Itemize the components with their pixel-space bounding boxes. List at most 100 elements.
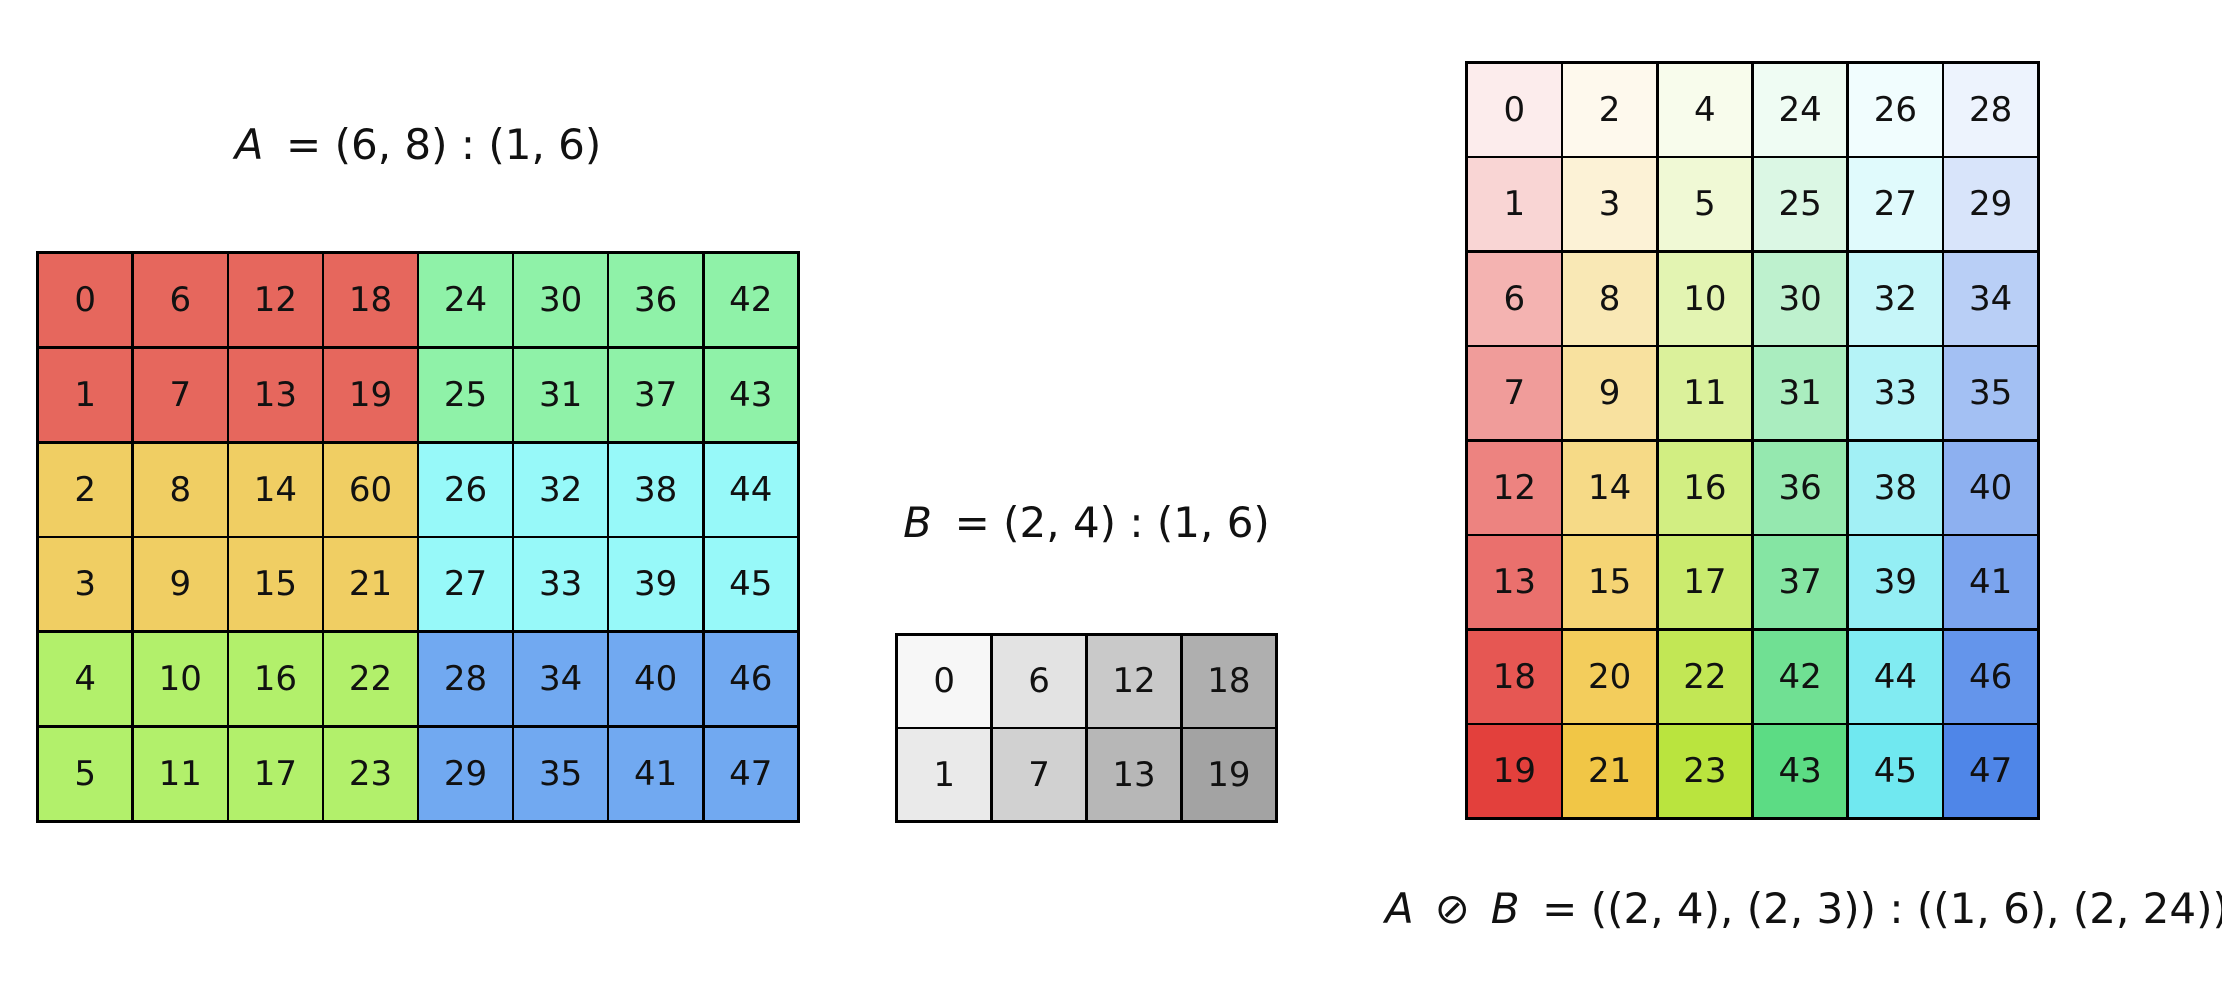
matrix-a-cell-r5c0: 5 bbox=[39, 727, 132, 820]
matrix-result-cell-r4c2: 16 bbox=[1658, 441, 1752, 534]
matrix-result-cell-r2c1: 8 bbox=[1563, 252, 1656, 345]
matrix-a-cell-r0c0: 0 bbox=[39, 254, 132, 347]
matrix-result-cell-r4c3: 36 bbox=[1753, 441, 1847, 534]
matrix-a-cell-r5c1: 11 bbox=[134, 727, 227, 820]
matrix-result-cell-r1c2: 5 bbox=[1658, 158, 1752, 251]
matrix-a-title: A = (6, 8) : (1, 6) bbox=[36, 120, 800, 169]
matrix-result-cell-r0c4: 26 bbox=[1849, 64, 1942, 156]
matrix-a-cell-r0c3: 18 bbox=[324, 254, 417, 347]
matrix-a-cell-r1c5: 31 bbox=[514, 348, 607, 441]
matrix-a-cell-r1c4: 25 bbox=[419, 348, 512, 441]
matrix-a-cell-r1c1: 7 bbox=[134, 348, 227, 441]
matrix-result-cell-r3c2: 11 bbox=[1658, 347, 1752, 440]
matrix-a-cell-r4c6: 40 bbox=[609, 633, 702, 726]
matrix-a-cell-r2c3: 60 bbox=[324, 443, 417, 536]
matrix-result-cell-r5c2: 17 bbox=[1658, 536, 1752, 629]
matrix-a-cell-r4c0: 4 bbox=[39, 633, 132, 726]
matrix-a-cell-r5c3: 23 bbox=[324, 727, 417, 820]
matrix-result-cell-r6c2: 22 bbox=[1658, 630, 1752, 723]
matrix-result-cell-r5c3: 37 bbox=[1753, 536, 1847, 629]
matrix-a-cell-r2c0: 2 bbox=[39, 443, 132, 536]
matrix-result-cell-r3c4: 33 bbox=[1849, 347, 1942, 440]
matrix-a-cell-r2c6: 38 bbox=[609, 443, 702, 536]
matrix-result-cell-r2c5: 34 bbox=[1944, 252, 2037, 345]
matrix-result-cell-r2c0: 6 bbox=[1468, 252, 1561, 345]
matrix-result-cell-r3c0: 7 bbox=[1468, 347, 1561, 440]
matrix-a-variable: A bbox=[234, 120, 264, 169]
matrix-a-cell-r4c1: 10 bbox=[134, 633, 227, 726]
matrix-result-cell-r0c0: 0 bbox=[1468, 64, 1561, 156]
matrix-result-cell-r6c5: 46 bbox=[1944, 630, 2037, 723]
caption-variable-a: A bbox=[1385, 884, 1414, 933]
matrix-result-cell-r5c1: 15 bbox=[1563, 536, 1656, 629]
matrix-result-cell-r7c5: 47 bbox=[1944, 725, 2037, 817]
matrix-result-cell-r6c1: 20 bbox=[1563, 630, 1656, 723]
matrix-a-cell-r1c2: 13 bbox=[229, 348, 322, 441]
matrix-a-cell-r3c1: 9 bbox=[134, 538, 227, 631]
matrix-result-cell-r0c2: 4 bbox=[1658, 64, 1752, 156]
matrix-a-cell-r5c6: 41 bbox=[609, 727, 702, 820]
matrix-a-cell-r3c3: 21 bbox=[324, 538, 417, 631]
matrix-b-cell-r0c0: 0 bbox=[898, 636, 991, 727]
matrix-b-cell-r0c1: 6 bbox=[992, 636, 1086, 727]
matrix-b-cell-r1c3: 19 bbox=[1182, 729, 1275, 820]
matrix-result-cell-r6c4: 44 bbox=[1849, 630, 1942, 723]
matrix-result-cell-r7c1: 21 bbox=[1563, 725, 1656, 817]
matrix-result-cell-r1c3: 25 bbox=[1753, 158, 1847, 251]
matrix-b-shape-stride: = (2, 4) : (1, 6) bbox=[954, 498, 1270, 547]
matrix-b-cell-r1c1: 7 bbox=[992, 729, 1086, 820]
matrix-a-cell-r2c7: 44 bbox=[704, 443, 797, 536]
matrix-result-cell-r5c4: 39 bbox=[1849, 536, 1942, 629]
matrix-result-cell-r7c4: 45 bbox=[1849, 725, 1942, 817]
matrix-a-cell-r2c1: 8 bbox=[134, 443, 227, 536]
matrix-result-cell-r4c4: 38 bbox=[1849, 441, 1942, 534]
matrix-a-cell-r1c3: 19 bbox=[324, 348, 417, 441]
matrix-result-cell-r1c5: 29 bbox=[1944, 158, 2037, 251]
matrix-b-cell-r0c3: 18 bbox=[1182, 636, 1275, 727]
matrix-result-cell-r5c0: 13 bbox=[1468, 536, 1561, 629]
matrix-a-cell-r3c6: 39 bbox=[609, 538, 702, 631]
matrix-a-cell-r1c0: 1 bbox=[39, 348, 132, 441]
matrix-result-cell-r2c4: 32 bbox=[1849, 252, 1942, 345]
matrix-a-cell-r0c2: 12 bbox=[229, 254, 322, 347]
matrix-result-cell-r1c0: 1 bbox=[1468, 158, 1561, 251]
matrix-result-cell-r7c0: 19 bbox=[1468, 725, 1561, 817]
matrix-result-cell-r2c2: 10 bbox=[1658, 252, 1752, 345]
matrix-a-cell-r0c4: 24 bbox=[419, 254, 512, 347]
matrix-result-cell-r4c5: 40 bbox=[1944, 441, 2037, 534]
matrix-a-cell-r4c7: 46 bbox=[704, 633, 797, 726]
matrix-result-cell-r4c1: 14 bbox=[1563, 441, 1656, 534]
matrix-b-cell-r0c2: 12 bbox=[1087, 636, 1181, 727]
matrix-a-cell-r3c2: 15 bbox=[229, 538, 322, 631]
matrix-a-cell-r0c5: 30 bbox=[514, 254, 607, 347]
matrix-a-cell-r3c5: 33 bbox=[514, 538, 607, 631]
matrix-a-cell-r5c7: 47 bbox=[704, 727, 797, 820]
matrix-result-cell-r1c1: 3 bbox=[1563, 158, 1656, 251]
matrix-result-cell-r3c3: 31 bbox=[1753, 347, 1847, 440]
matrix-a-cell-r2c5: 32 bbox=[514, 443, 607, 536]
matrix-result-cell-r1c4: 27 bbox=[1849, 158, 1942, 251]
matrix-result-cell-r7c3: 43 bbox=[1753, 725, 1847, 817]
matrix-a-cell-r0c1: 6 bbox=[134, 254, 227, 347]
matrix-a-cell-r5c4: 29 bbox=[419, 727, 512, 820]
matrix-result-cell-r4c0: 12 bbox=[1468, 441, 1561, 534]
matrix-result-cell-r0c3: 24 bbox=[1753, 64, 1847, 156]
matrix-result-cell-r5c5: 41 bbox=[1944, 536, 2037, 629]
matrix-a-cell-r3c7: 45 bbox=[704, 538, 797, 631]
circled-slash-operator-icon: ⊘ bbox=[1434, 884, 1470, 933]
matrix-result-cell-r0c1: 2 bbox=[1563, 64, 1656, 156]
matrix-b-title: B = (2, 4) : (1, 6) bbox=[895, 498, 1278, 547]
matrix-b-variable: B bbox=[903, 498, 932, 547]
matrix-result-cell-r3c5: 35 bbox=[1944, 347, 2037, 440]
matrix-b-cell-r1c0: 1 bbox=[898, 729, 991, 820]
matrix-result-cell-r7c2: 23 bbox=[1658, 725, 1752, 817]
matrix-a-cell-r0c7: 42 bbox=[704, 254, 797, 347]
caption-shape-stride: = ((2, 4), (2, 3)) : ((1, 6), (2, 24)) bbox=[1542, 884, 2222, 933]
matrix-a-cell-r0c6: 36 bbox=[609, 254, 702, 347]
matrix-a-cell-r4c5: 34 bbox=[514, 633, 607, 726]
result-caption: A ⊘ B = ((2, 4), (2, 3)) : ((1, 6), (2, … bbox=[1385, 884, 2222, 933]
matrix-a-cell-r2c2: 14 bbox=[229, 443, 322, 536]
